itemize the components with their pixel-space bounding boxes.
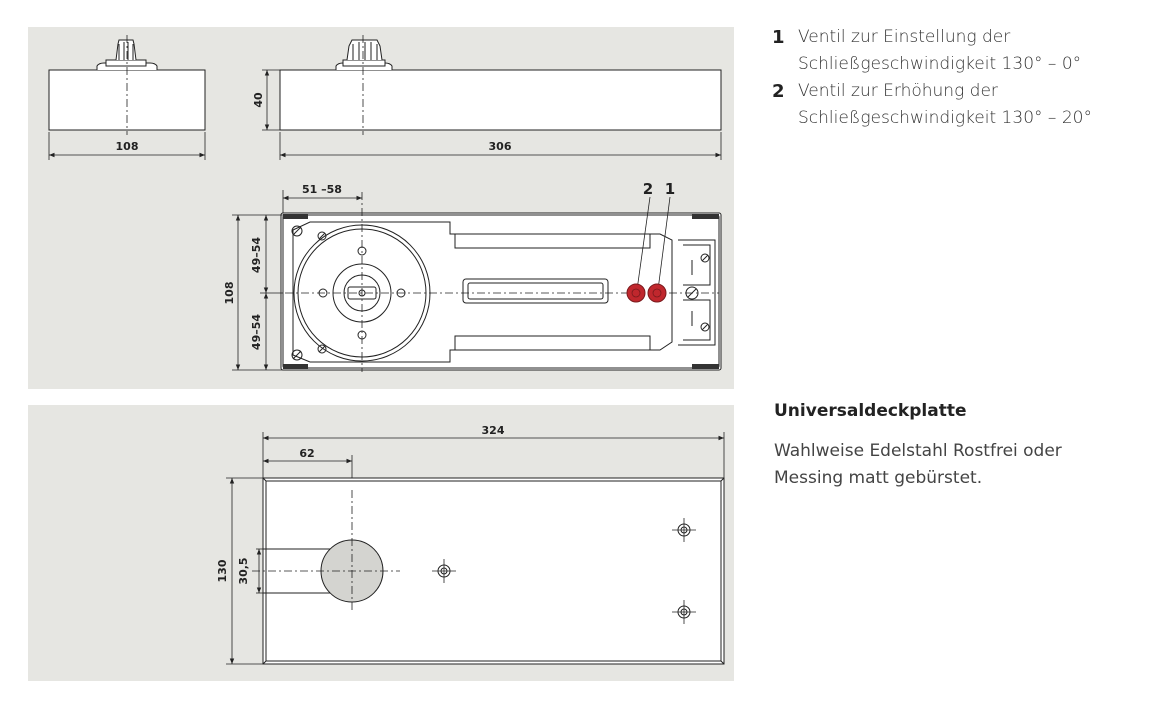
legend-item-1: 1 Ventil zur Einstellung der Schließgesc… bbox=[772, 24, 1172, 78]
dim-width-top: 108 bbox=[116, 140, 139, 153]
dim-plate-slot: 30,5 bbox=[237, 557, 250, 584]
legend-text: Schließgeschwindigkeit 130° – 0° bbox=[798, 54, 1082, 74]
legend-text: Ventil zur Erhöhung der bbox=[798, 81, 998, 101]
legend-item-2: 2 Ventil zur Erhöhung der Schließgeschwi… bbox=[772, 78, 1172, 132]
legend-text: Schließgeschwindigkeit 130° – 20° bbox=[798, 108, 1092, 128]
plan-view bbox=[232, 190, 722, 372]
legend-number: 2 bbox=[772, 81, 785, 102]
dim-half-lower: 49–54 bbox=[250, 314, 263, 350]
valve-legend: 1 Ventil zur Einstellung der Schließgesc… bbox=[772, 24, 1172, 132]
dim-plate-spindle-offset: 62 bbox=[299, 447, 314, 460]
cover-plate-view bbox=[226, 432, 725, 665]
dim-spindle-offset: 51 –58 bbox=[302, 183, 342, 196]
legend-number: 1 bbox=[772, 27, 785, 48]
dim-half-upper: 49–54 bbox=[250, 237, 263, 273]
legend-text: Ventil zur Einstellung der bbox=[798, 27, 1011, 47]
valve-2-marker bbox=[626, 283, 646, 303]
side-view bbox=[262, 35, 722, 160]
plate-description: Wahlweise Edelstahl Rostfrei oder Messin… bbox=[774, 438, 1169, 492]
dim-height-side: 40 bbox=[252, 92, 265, 108]
dim-plate-length: 324 bbox=[482, 424, 505, 437]
plate-description-line: Messing matt gebürstet. bbox=[774, 468, 983, 488]
dim-length-side: 306 bbox=[489, 140, 512, 153]
valve-1-marker bbox=[647, 283, 667, 303]
plate-description-line: Wahlweise Edelstahl Rostfrei oder bbox=[774, 441, 1062, 461]
plate-heading: Universaldeckplatte bbox=[774, 401, 967, 421]
callout-valve-2: 2 bbox=[643, 180, 653, 198]
dim-plate-width: 130 bbox=[216, 559, 229, 582]
front-view bbox=[48, 35, 206, 160]
dim-width-plan: 108 bbox=[223, 282, 236, 305]
callout-valve-1: 1 bbox=[665, 180, 675, 198]
